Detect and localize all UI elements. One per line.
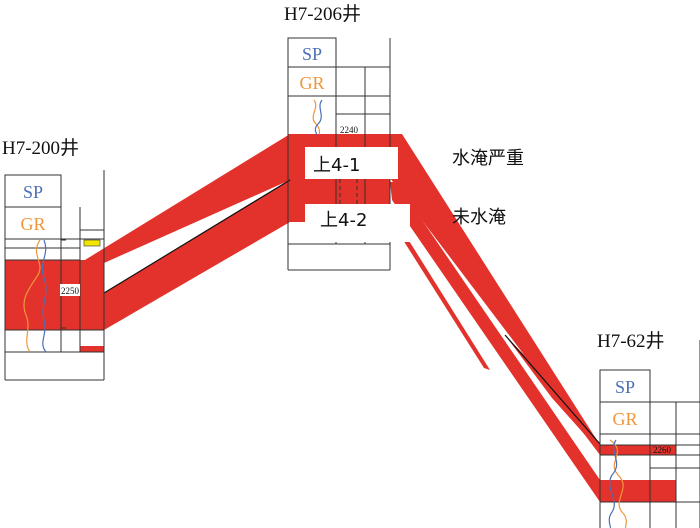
- sand-lower-left: [80, 180, 290, 330]
- well-name-h7-200: H7-200井: [2, 137, 79, 159]
- layer-box-1: [305, 147, 398, 179]
- sp-label-h7-206: SP: [302, 44, 322, 64]
- gr-label-h7-206: GR: [299, 73, 324, 93]
- sand-well-200: [5, 260, 104, 330]
- sp-label-h7-200: SP: [23, 182, 43, 202]
- sp-label-h7-62: SP: [615, 377, 635, 397]
- depth-h7-200: 2250: [61, 286, 80, 296]
- well-h7-200: [4, 170, 105, 381]
- depth-h7-206: 2240: [340, 125, 359, 135]
- layer-label-2: 上4-2: [320, 210, 367, 231]
- layer-label-1: 上4-1: [313, 155, 360, 176]
- gr-label-h7-62: GR: [612, 409, 637, 429]
- gr-label-h7-200: GR: [20, 214, 45, 234]
- well-h7-62: [599, 340, 700, 528]
- well-name-h7-206: H7-206井: [284, 3, 361, 25]
- well-name-h7-62: H7-62井: [597, 330, 665, 352]
- depth-h7-62: 2260: [653, 445, 672, 455]
- layer-box-2: [305, 204, 410, 242]
- sand-upper-left: [80, 134, 290, 263]
- sand-pinchout-1: [398, 232, 490, 370]
- sand-well-200-thin: [80, 346, 104, 352]
- annotation-not-flooded: 未水淹: [452, 207, 506, 228]
- annotation-severe-flooding: 水淹严重: [452, 148, 524, 169]
- sand-upper-right: [390, 134, 676, 455]
